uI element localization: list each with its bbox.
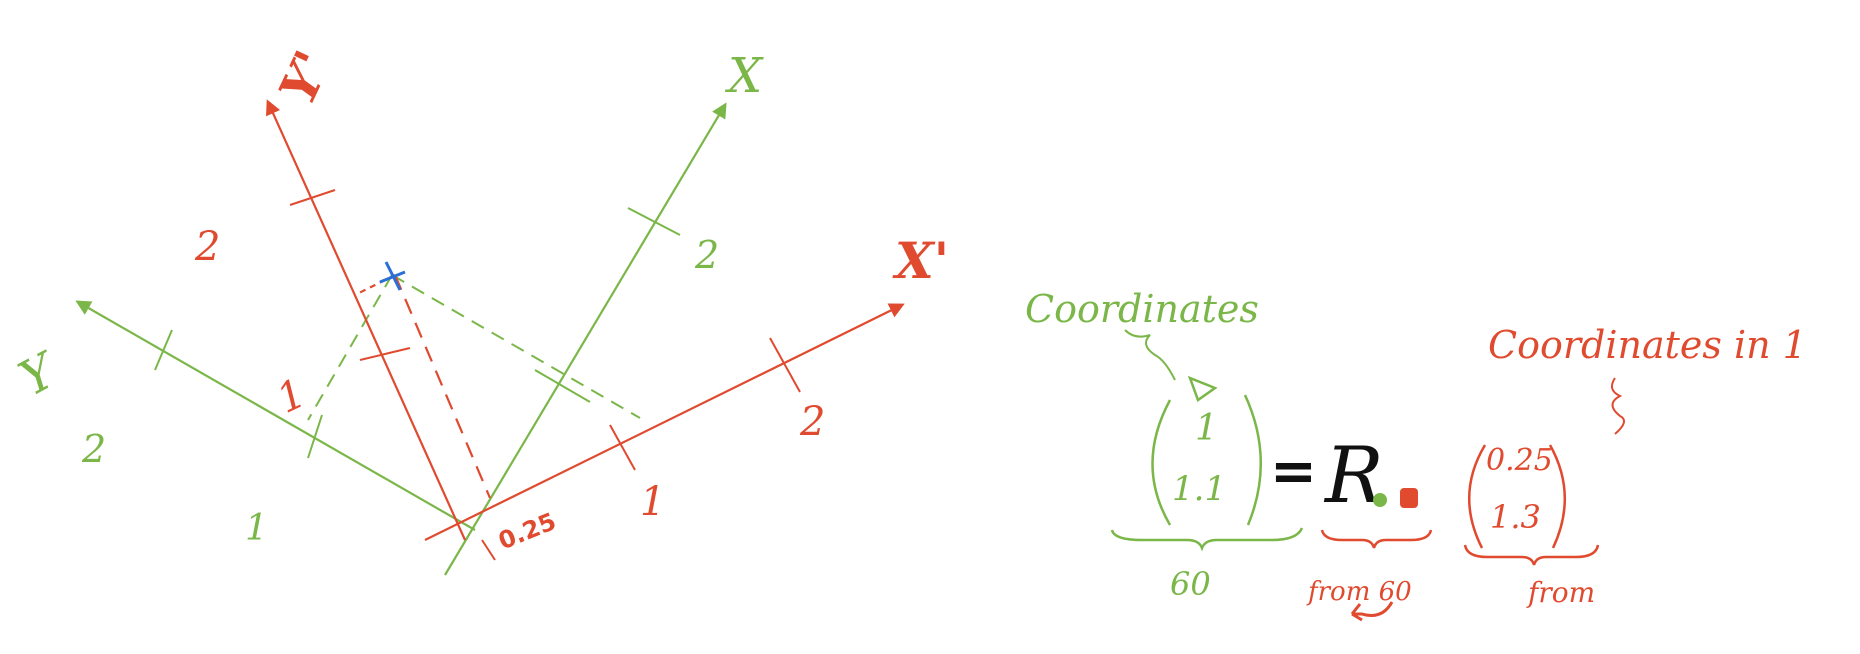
green-y-tick-label-2: 2 [81,427,106,471]
red-x-tick-label-1: 1 [640,479,665,525]
red-y-axis-label: Y' [267,42,342,113]
green-x-axis [444,102,727,576]
red-projection-x [393,274,492,499]
red-x-tick-025 [481,539,496,561]
red-brace-label-a: from 60 [1306,577,1412,607]
green-vector-entry-2: 1.1 [1172,469,1226,509]
red-brace-2 [1463,544,1600,566]
green-brace [1110,527,1304,552]
red-y-tick-1 [359,347,411,361]
red-brace-label-b: from [1526,576,1595,609]
red-y-axis [266,99,467,541]
green-projection-y [307,274,393,421]
red-brace-1 [1320,529,1433,549]
green-x-axis-label: X [724,48,764,104]
green-heading-squiggle [1124,329,1176,381]
green-y-tick-label-1: 1 [245,508,268,549]
green-pointer-triangle [1187,375,1218,402]
red-frame: X' Y' 1 2 1 2 0.25 [194,42,949,561]
equals-sign: = [1270,439,1317,504]
red-y-tick-label-2: 2 [194,224,220,270]
rotation-subscript-green-dot [1373,493,1387,507]
red-x-axis-label: X' [892,231,949,290]
green-brace-label: 60 [1170,565,1211,603]
green-x-tick-2 [627,207,681,236]
red-x-axis [424,303,905,541]
transform-equation: Coordinates 1 1.1 = R 0.25 1.3 Coordinat… [1025,287,1807,622]
red-heading: Coordinates in 1 [1488,323,1807,367]
red-projection-y [354,274,396,296]
rotation-subscript-red-mark [1400,488,1418,508]
red-brace-a-arrow [1350,601,1394,622]
green-y-axis [75,300,476,531]
green-y-axis-label: Y [10,341,68,407]
green-vector-left-paren [1151,399,1172,526]
red-vector-left-paren [1467,444,1487,549]
red-x-tick-label-2: 2 [799,399,825,445]
red-y-tick-2 [289,189,336,206]
green-y-tick-1 [307,414,323,459]
green-x-tick-1 [534,369,591,403]
red-heading-squiggle [1610,377,1625,435]
green-projection-x [391,274,641,419]
green-x-tick-label-2: 2 [694,233,719,277]
green-vector-right-paren [1243,394,1262,526]
red-vector-entry-2: 1.3 [1490,498,1541,536]
point-marker [379,261,406,291]
red-origin-offset-label: 0.25 [495,507,560,555]
green-y-tick-2 [154,329,173,371]
red-x-tick-2 [769,337,801,393]
red-vector-entry-1: 0.25 [1486,443,1553,478]
green-heading: Coordinates [1025,287,1259,331]
red-x-tick-1 [609,424,636,471]
green-vector-entry-1: 1 [1195,408,1218,449]
red-vector-right-paren [1548,444,1567,549]
rotation-symbol: R [1323,431,1384,521]
